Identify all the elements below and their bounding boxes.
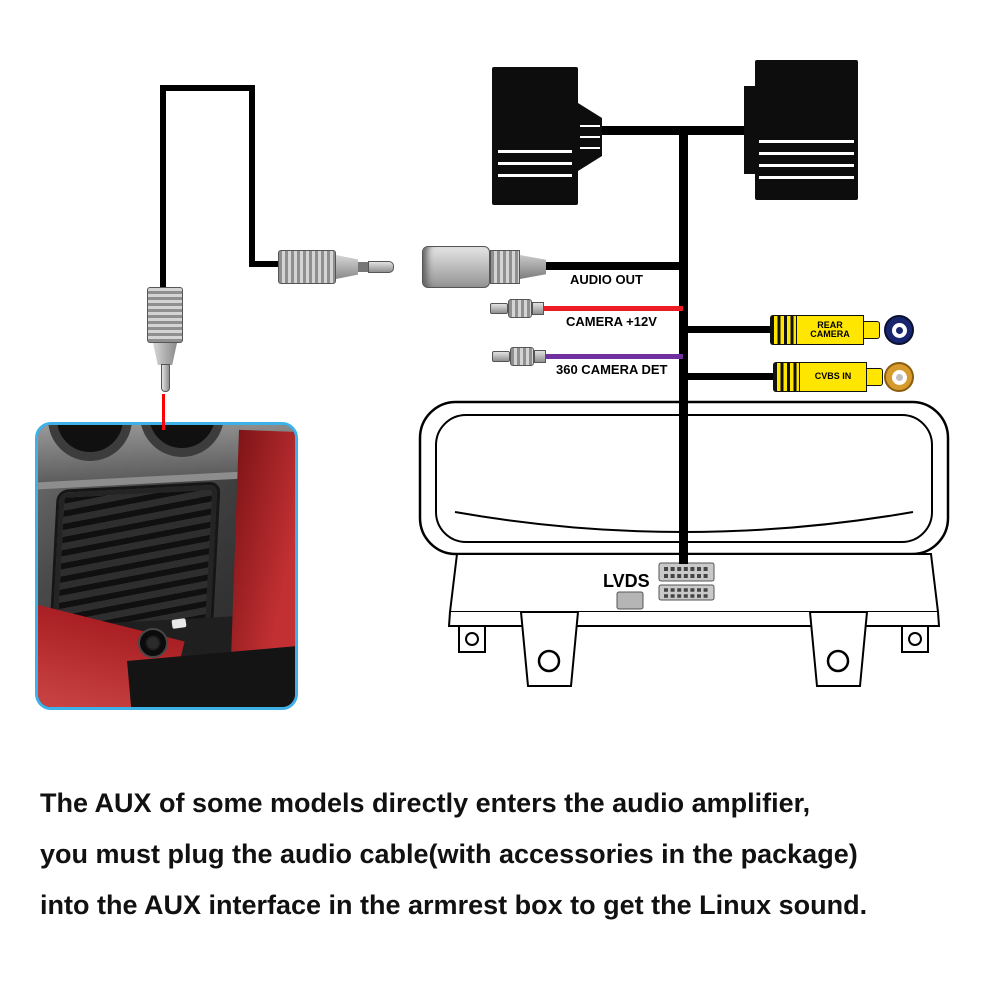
harness-top-wire — [600, 126, 746, 135]
aux-cable-wire — [249, 85, 255, 267]
aux-pointer-dashed-line — [162, 394, 165, 430]
camera-det-label: 360 CAMERA DET — [556, 362, 668, 377]
caption-line-2: you must plug the audio cable(with acces… — [40, 839, 858, 869]
harness-connector-left-tab — [578, 103, 602, 171]
caption-line-1: The AUX of some models directly enters t… — [40, 788, 811, 818]
head-unit-drawing — [418, 400, 950, 687]
harness-connector-left — [492, 67, 578, 205]
aux-port — [138, 628, 168, 658]
rca-crimp — [770, 315, 796, 345]
rear-camera-wire — [686, 326, 772, 333]
armrest-photo — [35, 422, 298, 710]
lvds-connector — [616, 562, 715, 610]
lvds-label: LVDS — [603, 571, 650, 591]
cvbs-label: CVBS IN — [799, 362, 867, 392]
cvbs-wire — [686, 373, 775, 380]
camera-12v-label: CAMERA +12V — [566, 314, 657, 329]
aux-cable-wire — [160, 85, 255, 91]
rear-camera-rca-plug: REAR CAMERA — [770, 315, 880, 345]
camera-12v-wire — [544, 306, 683, 311]
aux-cable-wire — [160, 85, 166, 289]
audio-out-label: AUDIO OUT — [570, 272, 643, 287]
mount-bracket-left — [519, 611, 580, 687]
cvbs-rca-plug: CVBS IN — [773, 362, 883, 392]
rca-crimp — [773, 362, 799, 392]
audio-out-wire — [544, 262, 683, 270]
storage-mat — [52, 484, 218, 632]
harness-trunk-wire — [679, 126, 688, 564]
harness-connector-right — [755, 60, 858, 200]
rear-camera-jack-icon — [884, 315, 914, 345]
caption-text: The AUX of some models directly enters t… — [40, 788, 970, 941]
usb-port-icon — [171, 618, 187, 629]
harness-connector-right-tab — [744, 86, 756, 174]
caption-line-3: into the AUX interface in the armrest bo… — [40, 890, 868, 920]
cvbs-jack-icon — [884, 362, 914, 392]
camera-det-wire — [546, 354, 683, 359]
rear-camera-label: REAR CAMERA — [796, 315, 864, 345]
mount-bracket-right — [808, 611, 869, 687]
aux-cable-wire — [249, 261, 280, 267]
